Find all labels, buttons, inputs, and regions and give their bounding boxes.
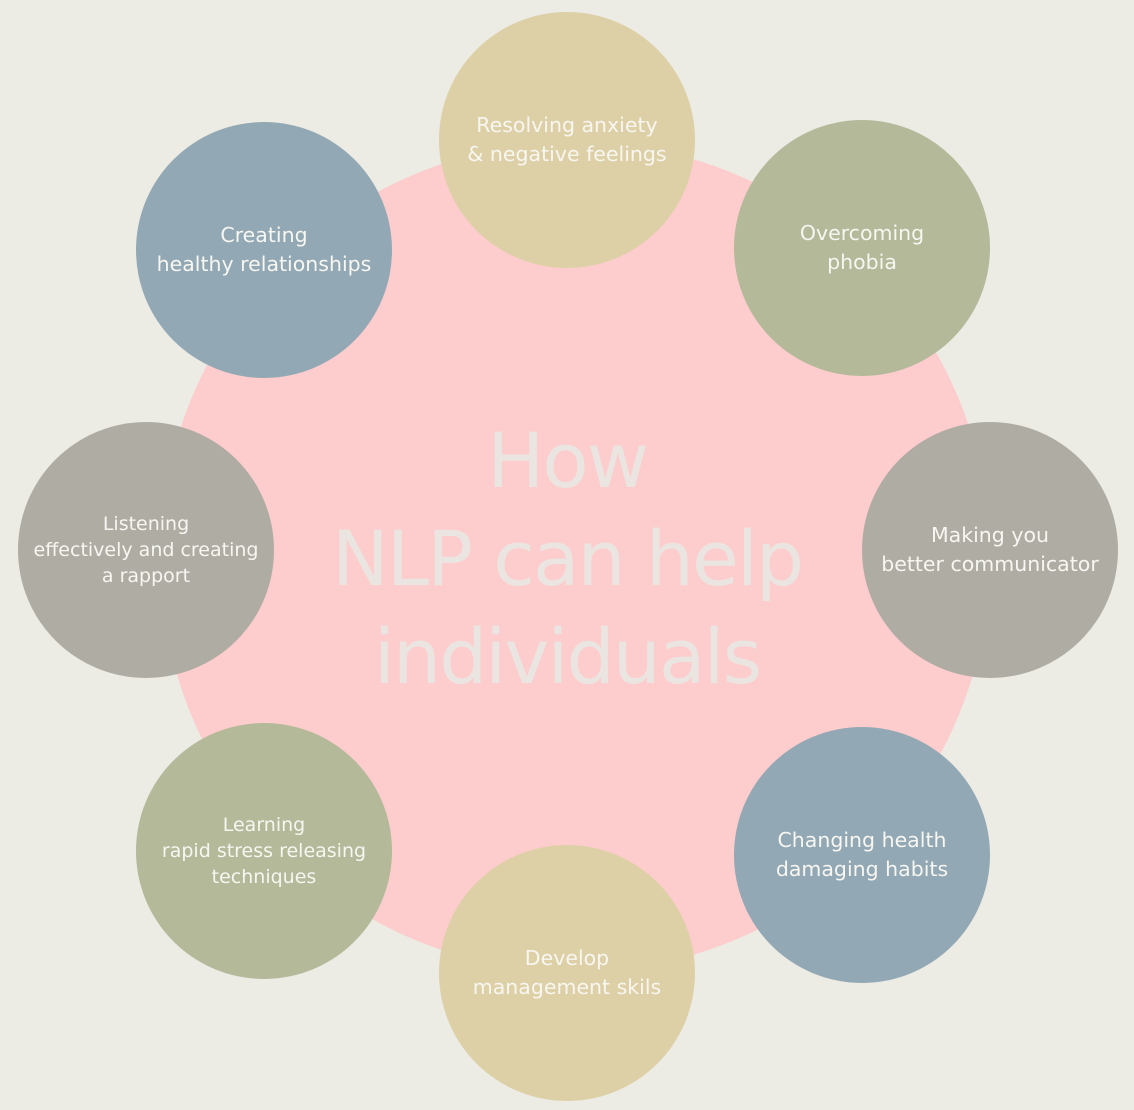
benefit-node-better-communicator: Making you better communicator [862, 422, 1118, 678]
benefit-node-label: Overcoming phobia [799, 221, 925, 274]
benefit-node-label: Learning rapid stress releasing techniqu… [161, 814, 367, 888]
benefit-node-listening-rapport: Listening effectively and creating a rap… [18, 422, 274, 678]
benefit-node-stress-releasing: Learning rapid stress releasing techniqu… [136, 723, 392, 979]
center-title-line: How [487, 416, 649, 505]
benefit-node-healthy-relationships: Creating healthy relationships [136, 122, 392, 378]
benefit-node-label: Making you better communicator [881, 523, 1099, 576]
center-title: How NLP can help individuals [300, 412, 834, 706]
benefit-node-changing-habits: Changing health damaging habits [734, 727, 990, 983]
benefit-node-label: Resolving anxiety & negative feelings [467, 113, 667, 166]
center-title-line: NLP can help [331, 514, 804, 603]
center-title-line: individuals [373, 612, 762, 701]
benefit-node-label: Develop management skils [472, 946, 662, 999]
benefit-node-overcoming-phobia: Overcoming phobia [734, 120, 990, 376]
benefit-node-label: Creating healthy relationships [156, 223, 372, 276]
benefit-node-management-skills: Develop management skils [439, 845, 695, 1101]
benefit-node-label: Changing health damaging habits [775, 828, 949, 881]
benefit-node-label: Listening effectively and creating a rap… [33, 513, 259, 587]
benefit-node-resolving-anxiety: Resolving anxiety & negative feelings [439, 12, 695, 268]
